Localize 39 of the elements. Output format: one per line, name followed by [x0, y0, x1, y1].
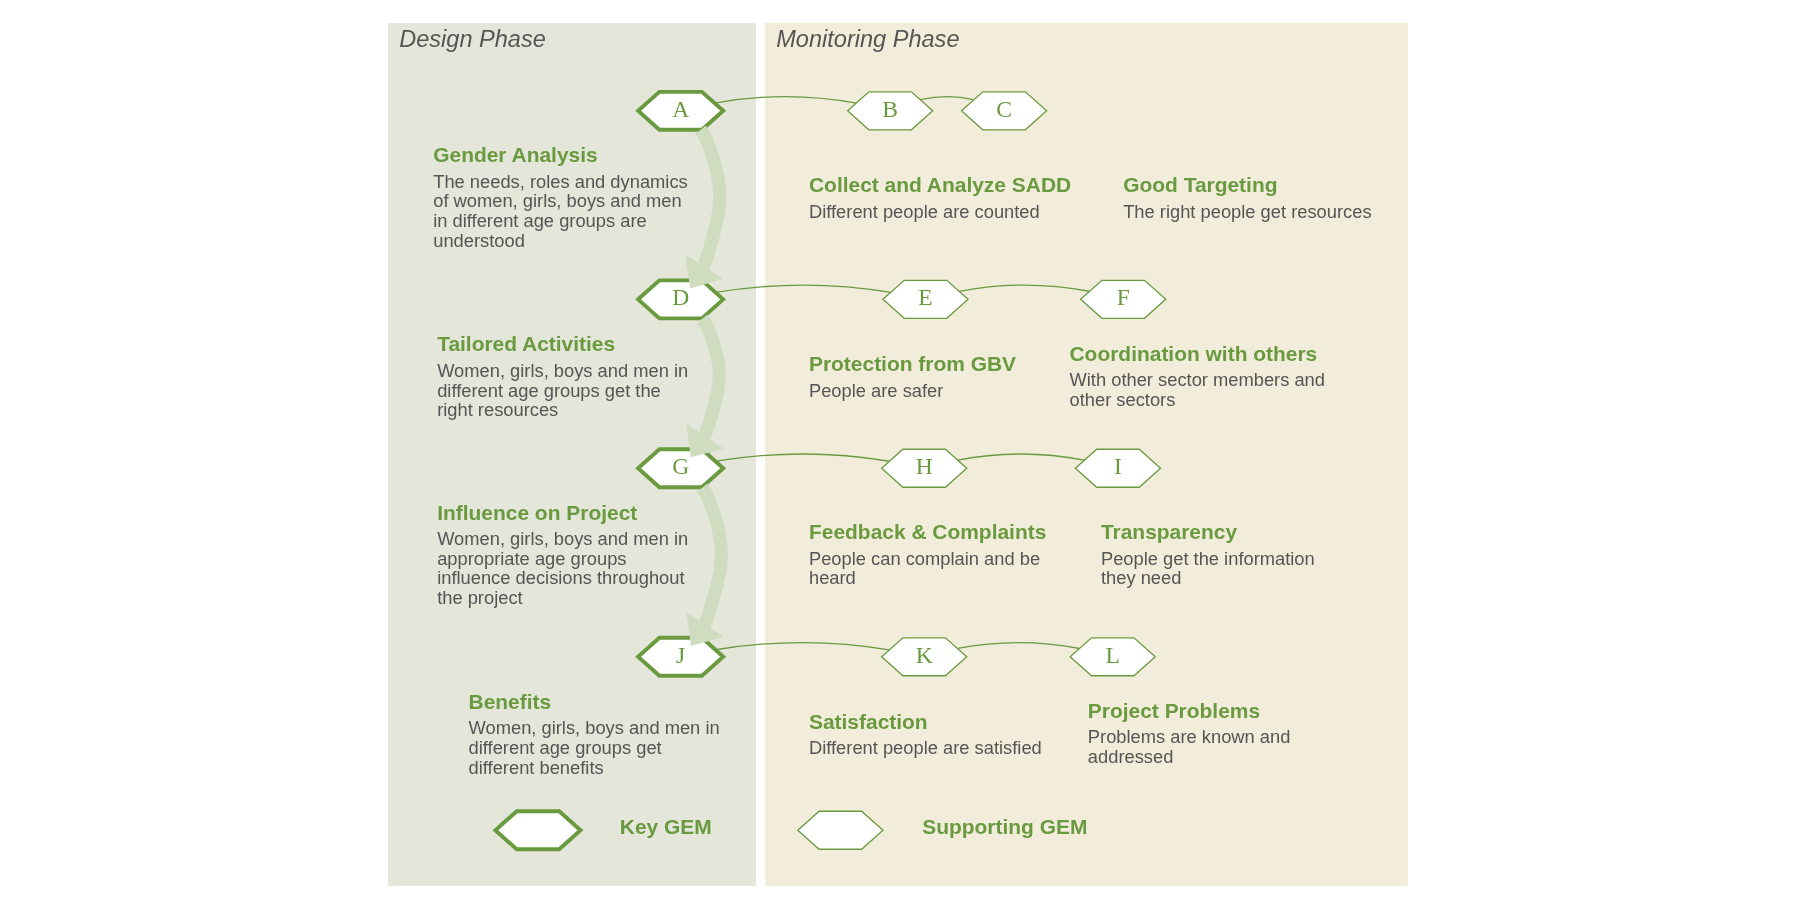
connector — [956, 453, 1085, 461]
node-label: Project Problems — [1087, 699, 1260, 723]
connector — [919, 95, 974, 101]
connector — [956, 641, 1080, 650]
node-label: Transparency — [1100, 520, 1237, 544]
node-label: Women, girls, boys and men in different age groups get different benefits — [468, 717, 720, 778]
connector — [714, 453, 890, 462]
legend-label: Key GEM — [619, 814, 712, 838]
node-hexagon — [796, 810, 884, 850]
node-label: Tailored Activities — [436, 332, 615, 356]
node-label: Influence on Project — [436, 500, 637, 524]
node-label: Women, girls, boys and men in different age groups get the right resources — [436, 359, 688, 421]
connector — [714, 641, 890, 651]
node-label: Coordination with others — [1069, 341, 1317, 365]
connector — [957, 284, 1090, 292]
arrow — [685, 483, 728, 646]
node-label: Benefits — [468, 689, 551, 713]
node-hexagon — [491, 809, 583, 852]
node-label: Protection from GBV — [808, 352, 1016, 376]
node-label: Different people are counted — [808, 200, 1040, 222]
legend-label: Supporting GEM — [921, 814, 1087, 838]
connector — [713, 95, 857, 104]
node-label: Satisfaction — [808, 709, 928, 733]
node-label: People can complain and be heard — [808, 547, 1040, 589]
node-label: The needs, roles and dynamics of women, girls, boys and men in different age groups are understood — [432, 170, 688, 251]
node-label: The right people get resources — [1122, 200, 1372, 222]
node-label: Different people are satisfied — [808, 736, 1042, 758]
node-label: Feedback & Complaints — [808, 520, 1046, 544]
node-label: Gender Analysis — [432, 143, 598, 167]
node-label: People get the information they need — [1100, 547, 1315, 589]
node-label: With other sector members and other sectors — [1069, 369, 1325, 410]
arrow — [685, 314, 726, 458]
arrow — [684, 125, 726, 289]
node-label: Collect and Analyze SADD — [808, 173, 1071, 197]
connector — [714, 284, 891, 294]
node-label: People are safer — [808, 379, 943, 401]
node-label: Problems are known and addressed — [1087, 726, 1290, 768]
node-label: Good Targeting — [1122, 173, 1277, 197]
node-label: Women, girls, boys and men in appropriate age groups influence decisions throughout the project — [436, 528, 688, 609]
